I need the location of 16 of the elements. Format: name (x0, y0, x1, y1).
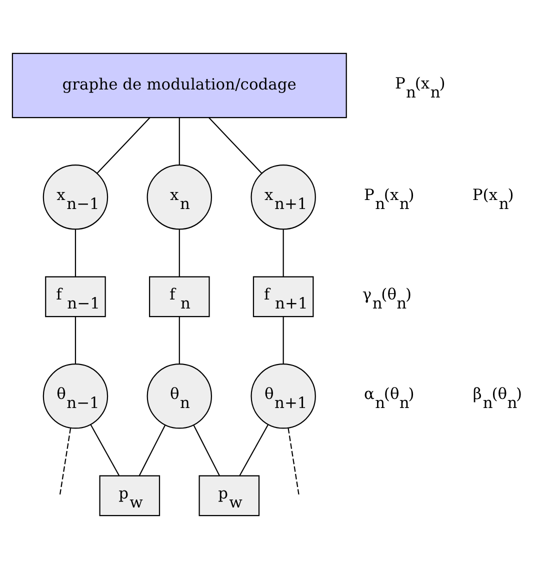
connector (74, 317, 76, 364)
connector (208, 117, 262, 174)
connector (178, 118, 180, 165)
connector (138, 425, 166, 476)
connector (74, 230, 76, 276)
connector (90, 424, 120, 476)
node-box: graphe de modulation/codage (12, 52, 347, 118)
connector (59, 428, 72, 495)
connector (282, 317, 284, 364)
connector (193, 425, 220, 476)
connector (178, 317, 180, 364)
connector (96, 117, 150, 174)
connector (282, 230, 284, 276)
connector (288, 428, 300, 495)
connector (239, 424, 268, 476)
connector (178, 230, 180, 276)
